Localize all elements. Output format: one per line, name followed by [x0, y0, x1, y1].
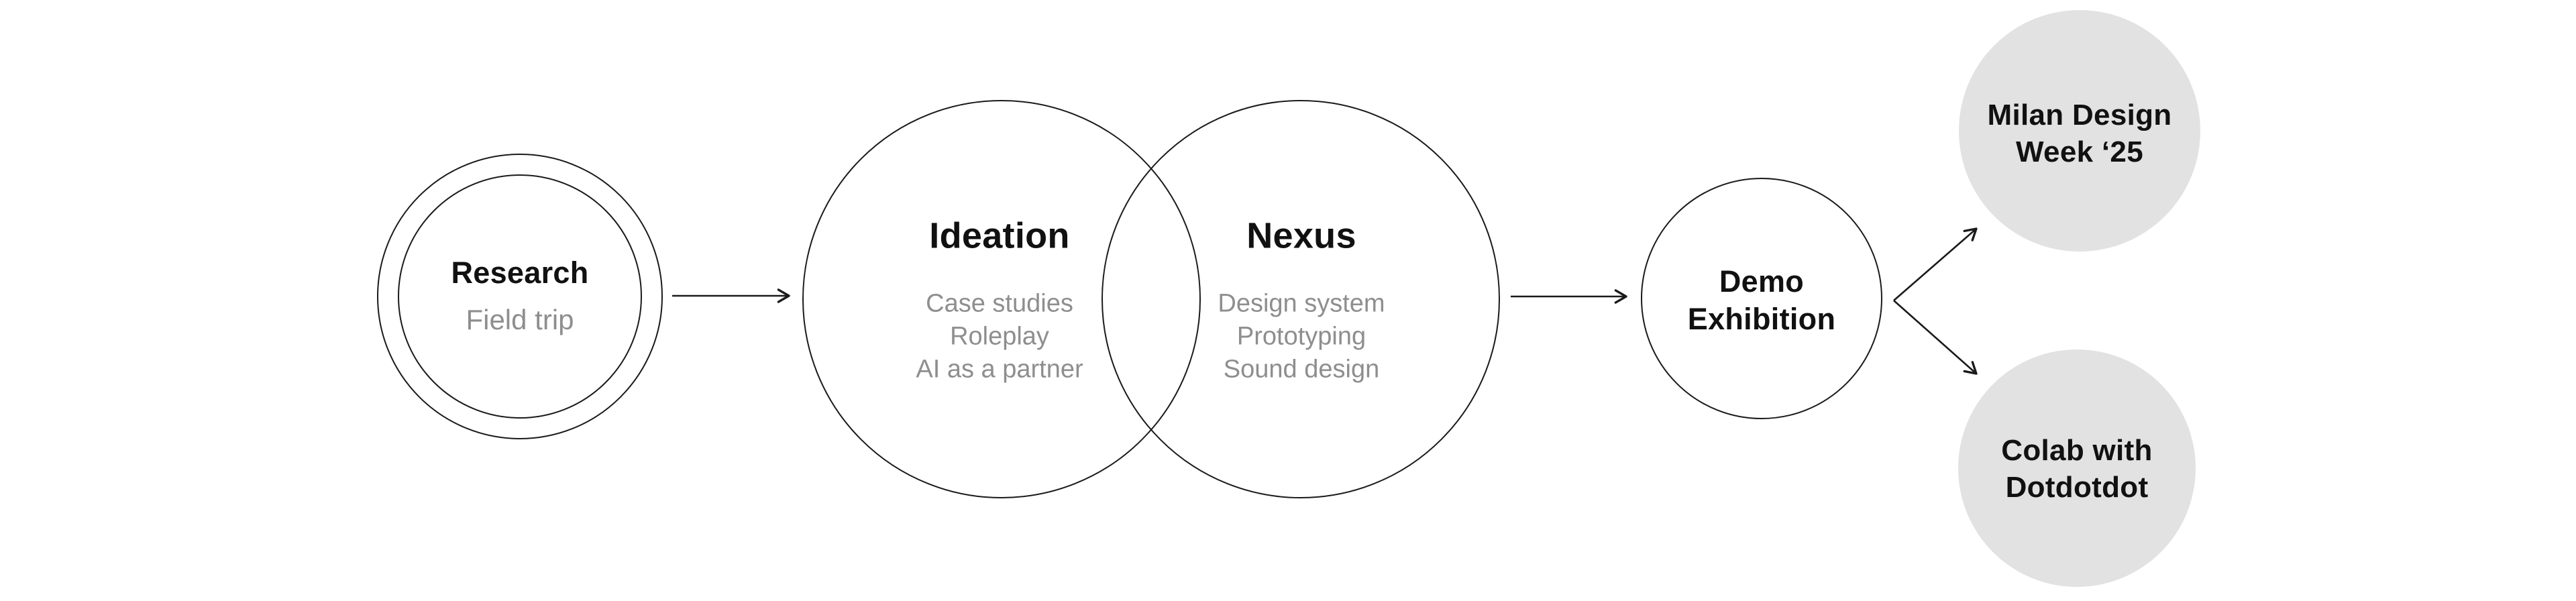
milan-label-line2: Week ‘25 [2016, 135, 2143, 168]
colab-outcome-circle[interactable] [1958, 349, 2196, 587]
demo-title-line1: Demo [1719, 264, 1805, 298]
milan-label: Milan Design Week ‘25 [1988, 97, 2172, 170]
research-title: Research [451, 256, 589, 290]
ideation-item: Case studies [926, 289, 1073, 318]
research-subtitle: Field trip [466, 304, 574, 335]
research-node-inner-circle[interactable] [398, 174, 642, 419]
research-node-outer-circle[interactable] [377, 154, 663, 439]
colab-label-line2: Dotdotdot [2005, 471, 2149, 504]
arrow-demo-to-colab [1893, 300, 1978, 375]
arrow-demo-to-milan [1893, 227, 1978, 301]
milan-outcome-circle[interactable] [1959, 10, 2200, 252]
milan-label-line1: Milan Design [1987, 99, 2172, 131]
demo-node-circle[interactable] [1641, 178, 1882, 419]
ideation-label: Ideation Case studies Roleplay AI as a p… [916, 211, 1083, 386]
ideation-node-circle[interactable] [802, 100, 1201, 498]
ideation-item: AI as a partner [916, 355, 1083, 384]
nexus-title: Nexus [1246, 215, 1356, 256]
demo-title-line2: Exhibition [1687, 302, 1836, 336]
nexus-node-circle[interactable] [1102, 100, 1500, 498]
nexus-item: Sound design [1223, 355, 1380, 384]
nexus-item: Design system [1218, 289, 1385, 318]
colab-label-line1: Colab with [2001, 434, 2153, 467]
research-label: Research Field trip [451, 252, 588, 340]
demo-label: Demo Exhibition [1688, 263, 1836, 338]
colab-label: Colab with Dotdotdot [2001, 432, 2152, 506]
nexus-item: Prototyping [1236, 322, 1366, 351]
nexus-label: Nexus Design system Prototyping Sound de… [1218, 211, 1385, 386]
ideation-title: Ideation [929, 215, 1070, 256]
ideation-item: Roleplay [950, 322, 1049, 351]
